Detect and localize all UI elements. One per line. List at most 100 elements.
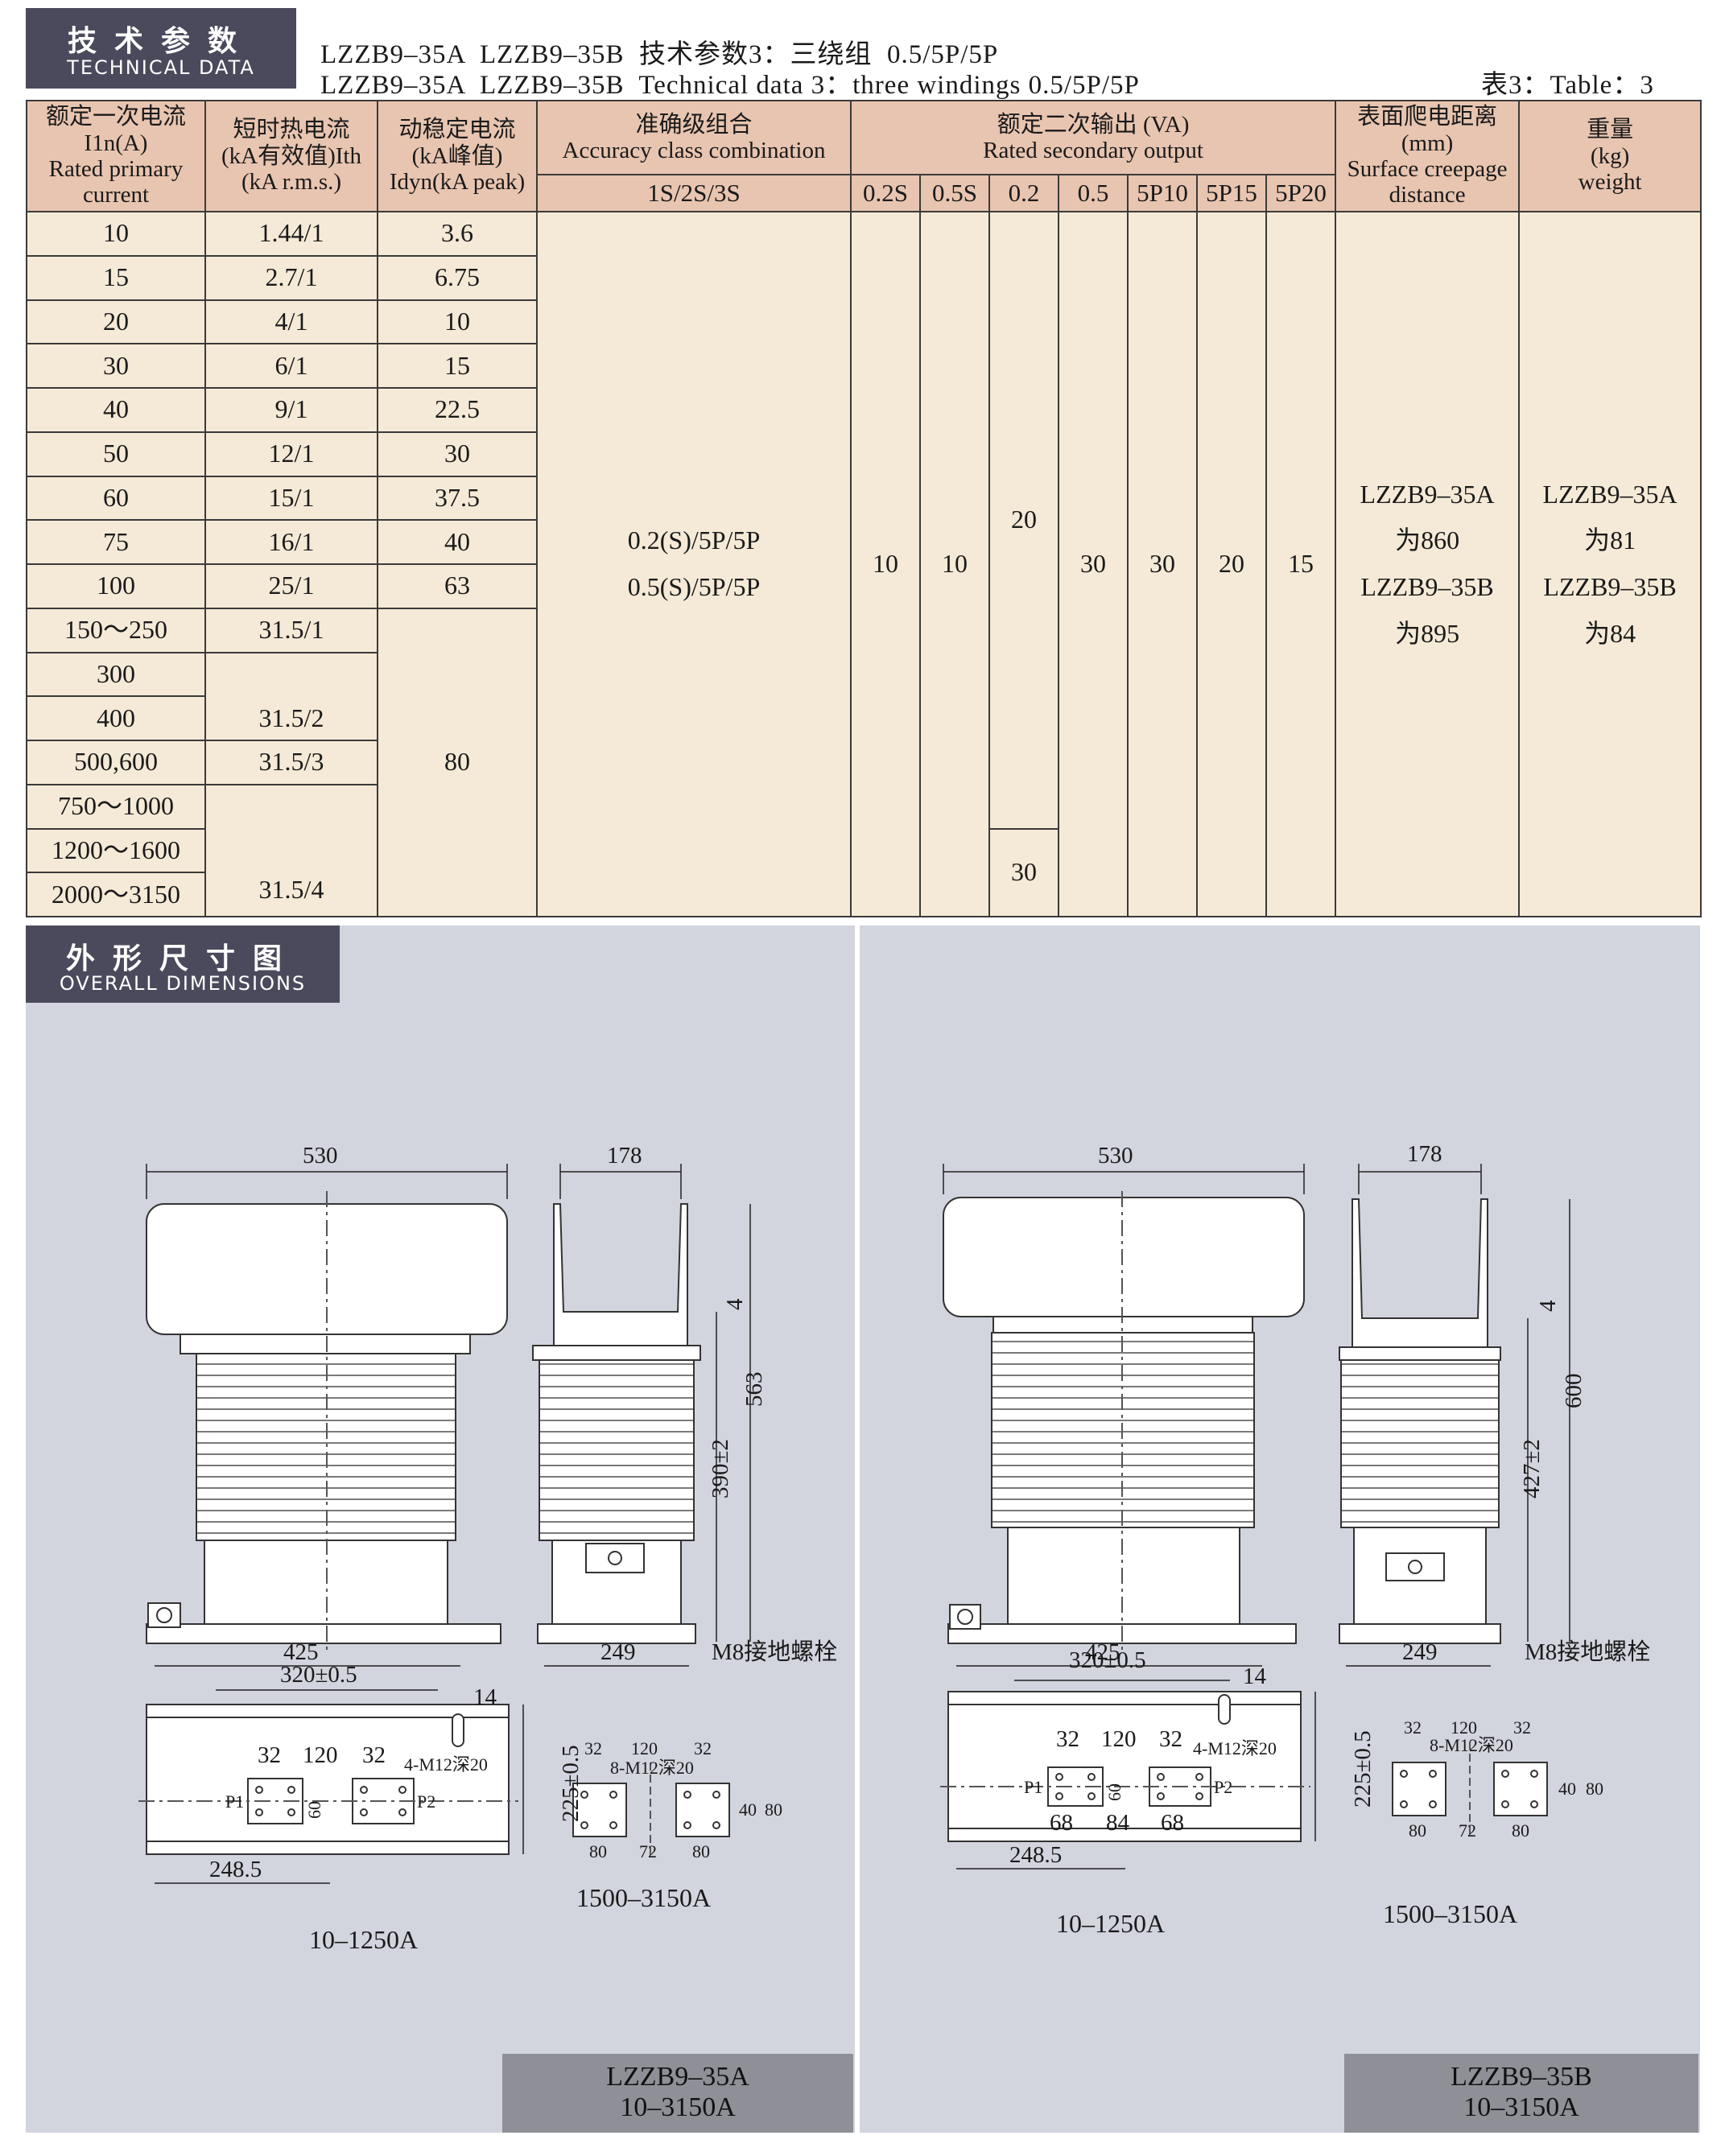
dim-a-r32a: 32	[584, 1738, 602, 1758]
dim-a-r32b: 32	[694, 1738, 712, 1758]
dim-b-r80b: 80	[1512, 1820, 1529, 1841]
table-cell: 300	[26, 651, 206, 698]
model-range-b: 10–3150A	[1463, 2092, 1579, 2122]
dim-a-d225: 225±0.5	[558, 1745, 584, 1822]
model-range-a: 10–3150A	[620, 2092, 736, 2122]
dim-b-d248: 248.5	[1009, 1842, 1062, 1868]
dim-a-top-width: 530	[303, 1143, 338, 1169]
output-class: 0.5S	[919, 174, 990, 212]
table-cell: 10	[26, 211, 206, 257]
dim-b-d4: 4	[1535, 1300, 1561, 1312]
dim-b-d60: 60	[1104, 1783, 1125, 1801]
dim-b-r40: 40	[1558, 1779, 1576, 1799]
dim-a-r80v: 80	[765, 1799, 782, 1820]
dim-a-d120: 120	[303, 1742, 338, 1768]
dim-b-r80v: 80	[1586, 1779, 1603, 1799]
model-name-a: LZZB9–35A	[606, 2062, 749, 2092]
table-cell: 100	[26, 563, 206, 609]
output-5p15: 20	[1196, 211, 1267, 917]
dim-b-side-width: 178	[1407, 1141, 1442, 1167]
dim-b-top-width: 530	[1098, 1143, 1133, 1169]
col-accuracy-class: 准确级组合 Accuracy class combination	[536, 100, 852, 175]
dim-b-d68a: 68	[1050, 1810, 1073, 1836]
dim-a-r40: 40	[739, 1799, 757, 1820]
dim-a-ground-bolt: M8接地螺栓	[712, 1639, 837, 1665]
output-class: 5P10	[1127, 174, 1198, 212]
col-weight: 重量 (kg) weight	[1518, 100, 1702, 212]
table-cell: 25/1	[204, 563, 378, 609]
table-cell: 40	[377, 519, 538, 565]
table-cell: 12/1	[204, 431, 378, 477]
table-cell: 4/1	[204, 299, 378, 345]
dim-a-d248: 248.5	[209, 1857, 262, 1882]
weight-value: LZZB9–35A 为81 LZZB9–35B 为84	[1518, 211, 1702, 917]
dim-b-d84: 84	[1106, 1810, 1130, 1836]
dim-b-r72: 72	[1459, 1820, 1476, 1841]
dim-a-d320: 320±0.5	[280, 1662, 357, 1688]
output-02s: 10	[850, 211, 921, 917]
col-thermal-current: 短时热电流 (kA有效值)Ith (kA r.m.s.)	[204, 100, 378, 212]
table-cell: 2000～3150	[26, 872, 206, 917]
col-primary-current: 额定一次电流 I1n(A) Rated primary current	[26, 100, 206, 212]
model-name-b: LZZB9–35B	[1451, 2062, 1592, 2092]
output-02-high: 30	[988, 827, 1059, 917]
dim-b-r120: 120	[1451, 1717, 1477, 1738]
label-b-p2: P2	[1214, 1777, 1232, 1797]
badge-title-cn: 技术参数	[67, 25, 254, 58]
table-cell: 80	[377, 607, 538, 918]
table-cell: 75	[26, 519, 206, 565]
dim-b-d14: 14	[1243, 1663, 1267, 1689]
output-05: 30	[1058, 211, 1129, 917]
table-cell: 50	[26, 431, 206, 477]
table-cell: 40	[26, 387, 206, 433]
table-cell: 6.75	[377, 254, 538, 301]
table-cell: 15	[26, 254, 206, 301]
dim-b-d32a: 32	[1056, 1726, 1079, 1752]
output-class: 0.2	[988, 174, 1059, 212]
output-class: 5P15	[1196, 174, 1267, 212]
dimension-panel-b	[860, 925, 1700, 2133]
output-02: 20	[988, 211, 1059, 830]
dim-b-base: 425	[1085, 1639, 1120, 1665]
dim-a-r72: 72	[639, 1841, 657, 1861]
technical-data-badge: 技术参数 TECHNICAL DATA	[26, 8, 296, 89]
dim-b-d225: 225±0.5	[1350, 1730, 1376, 1808]
col-rated-output: 额定二次输出 (VA) Rated secondary output	[849, 100, 1337, 175]
header-line-en: LZZB9–35A LZZB9–35B Technical data 3：thr…	[320, 71, 1140, 100]
output-class: 0.5	[1058, 174, 1129, 212]
table-cell: 3.6	[377, 211, 538, 257]
table-cell: 150～250	[26, 607, 206, 653]
dim-a-d14: 14	[473, 1684, 497, 1710]
output-class: 5P20	[1265, 174, 1337, 212]
table-cell: 750～1000	[26, 783, 206, 830]
col-dynamic-current: 动稳定电流 (kA峰值) Idyn(kA peak)	[377, 100, 538, 212]
table-cell: 2.7/1	[204, 254, 378, 301]
creepage-value: LZZB9–35A 为860 LZZB9–35B 为895	[1335, 211, 1521, 917]
table-cell: 15/1	[204, 475, 378, 521]
badge-dims-en: OVERALL DIMENSIONS	[59, 972, 307, 995]
dim-a-d4: 4	[722, 1298, 748, 1310]
drawing-lzzb9-35b: 530 178 4 427±2 600 425 249 M8接地螺栓 320±0…	[940, 1141, 1650, 1869]
output-class: 0.2S	[850, 174, 921, 212]
dim-a-d32b: 32	[362, 1742, 386, 1768]
accuracy-subheader: 1S/2S/3S	[536, 174, 852, 212]
table-cell: 400	[26, 695, 206, 741]
dim-a-d32a: 32	[258, 1742, 281, 1768]
table-cell: 31.5/3	[204, 740, 378, 785]
table-cell: 60	[26, 475, 206, 521]
dim-b-side-base: 249	[1402, 1639, 1438, 1665]
dim-b-d32b: 32	[1159, 1726, 1182, 1752]
table-cell: 30	[26, 343, 206, 389]
dim-a-side-width: 178	[607, 1143, 642, 1169]
table-cell: 31.5/2	[204, 651, 378, 741]
dim-a-m12: 4-M12深20	[404, 1754, 488, 1775]
accuracy-combination: 0.2(S)/5P/5P 0.5(S)/5P/5P	[536, 211, 852, 917]
output-05s: 10	[919, 211, 990, 917]
col-creepage: 表面爬电距离 (mm) Surface creepage distance	[1335, 100, 1521, 212]
output-5p10: 30	[1127, 211, 1198, 917]
dim-b-d427: 427±2	[1519, 1439, 1545, 1498]
technical-data-table: 额定一次电流 I1n(A) Rated primary current 短时热电…	[26, 100, 1702, 918]
dim-a-side-base: 249	[600, 1639, 636, 1665]
dim-a-r80b: 80	[692, 1841, 710, 1861]
dim-a-base: 425	[283, 1639, 319, 1665]
